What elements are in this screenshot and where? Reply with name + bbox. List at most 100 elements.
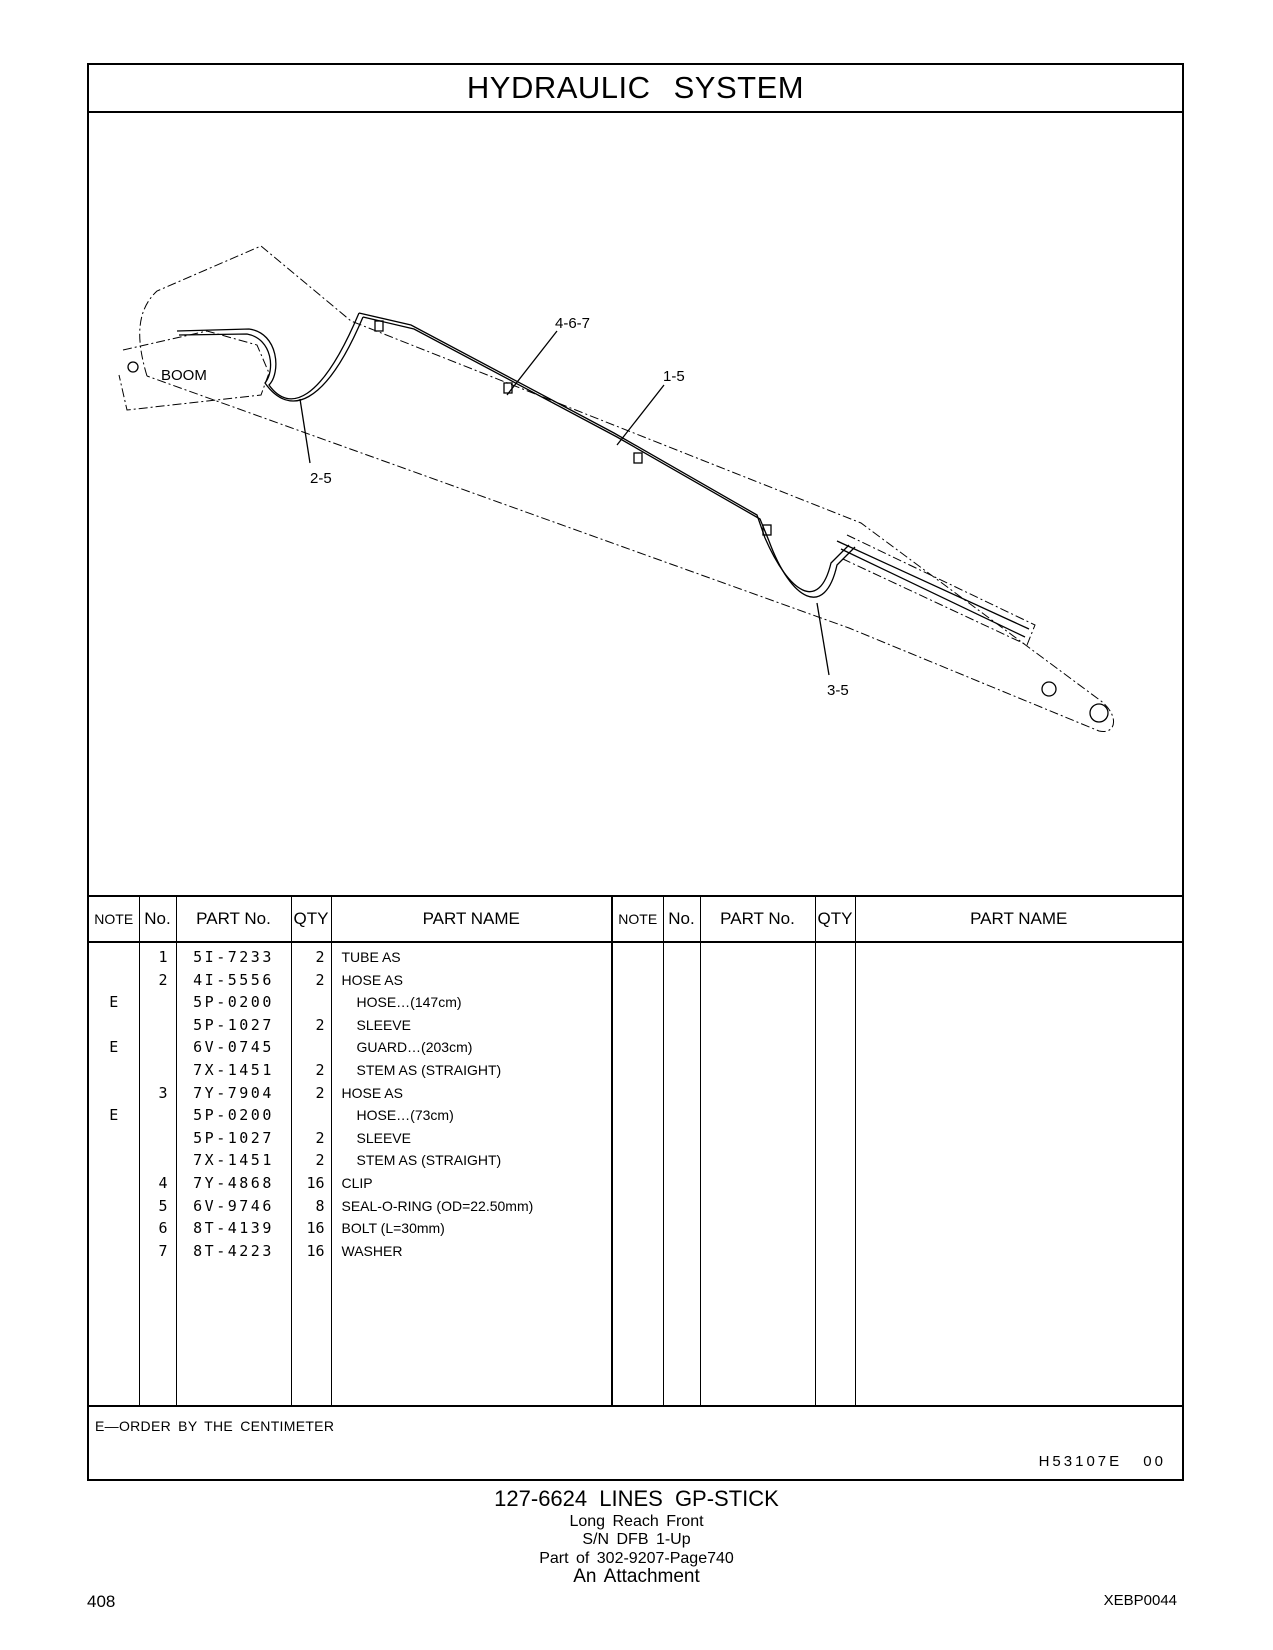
qty-cell: 8 — [315, 1196, 325, 1215]
part-no-cell: 6V-9746 — [193, 1196, 274, 1215]
item-no-cell: 1 — [158, 948, 168, 966]
hose-stick-end-2 — [768, 540, 856, 598]
caption-line-4: Part of 302-9207-Page740 — [539, 1550, 734, 1567]
col-header-no: No. — [139, 896, 177, 943]
item-no-cell: 6 — [158, 1219, 168, 1238]
note-cell — [89, 946, 139, 969]
qty-cell: 2 — [315, 970, 325, 989]
part-no-cell: 7X-1451 — [193, 1151, 274, 1170]
part-name-cell: HOSE…(73cm) — [356, 1107, 454, 1124]
qty-cell: 16 — [306, 1173, 325, 1192]
part-name-cell: SEAL-O-RING (OD=22.50mm) — [341, 1197, 534, 1214]
part-name-cell: HOSE AS — [341, 971, 403, 988]
part-no-cell: 7Y-7904 — [193, 1083, 274, 1102]
part-no-cell: 5P-1027 — [193, 1015, 274, 1034]
leader-3-5 — [816, 602, 830, 676]
item-no-cell — [140, 1014, 176, 1037]
tube-2 — [362, 316, 770, 542]
page-number: 408 — [87, 1592, 116, 1611]
qty-cell: 2 — [315, 1128, 325, 1147]
stick-outline — [139, 245, 1114, 732]
col-header-qty: QTY — [291, 896, 332, 943]
item-no-cell: 3 — [158, 1083, 168, 1102]
qty-cell: 2 — [315, 1015, 325, 1034]
note-cell — [89, 1082, 139, 1105]
item-no-cell: 5 — [158, 1196, 168, 1215]
qty-cell: 16 — [306, 1219, 325, 1238]
hydraulic-lines-drawing: BOOM 4-6-7 1-5 2-5 3-5 — [118, 245, 1114, 732]
note-cell — [89, 1217, 139, 1240]
title-bar: HYDRAULIC SYSTEM — [89, 65, 1182, 113]
qty-cell — [292, 991, 331, 1014]
part-no-cell: 7Y-4868 — [193, 1173, 274, 1192]
no-column-right — [663, 942, 701, 1406]
caption-line-5: An Attachment — [573, 1566, 700, 1587]
note-cell — [89, 1240, 139, 1263]
hose-boom-end — [176, 312, 360, 400]
boom-label: BOOM — [161, 367, 207, 384]
item-no-cell — [140, 991, 176, 1014]
callout-4-6-7: 4-6-7 — [555, 315, 590, 332]
caption-title: 127-6624 LINES GP-STICK — [494, 1486, 779, 1511]
qty-cell: 2 — [315, 948, 325, 966]
pin-1 — [1041, 681, 1057, 697]
part-name-cell: WASHER — [341, 1242, 403, 1259]
qty-cell: 2 — [315, 1060, 325, 1079]
part-name-cell: CLIP — [341, 1174, 373, 1191]
parts-table: NOTE No. PART No. QTY PART NAME NOTE No.… — [89, 895, 1182, 1407]
cylinder-outline — [842, 534, 1036, 646]
item-no-cell — [140, 1149, 176, 1172]
leader-2-5 — [299, 398, 311, 464]
part-name-cell: SLEEVE — [356, 1016, 411, 1033]
caption-line-3: S/N DFB 1-Up — [582, 1531, 691, 1548]
part-name-cell: SLEEVE — [356, 1129, 411, 1146]
cylinder-line-2 — [840, 548, 1026, 638]
col-header-note-right: NOTE — [612, 896, 664, 943]
note-cell — [89, 1059, 139, 1082]
part-no-cell: 8T-4223 — [193, 1241, 274, 1260]
col-header-part-name: PART NAME — [331, 896, 613, 943]
part-no-cell: 5P-1027 — [193, 1128, 274, 1147]
col-header-no-right: No. — [663, 896, 701, 943]
part-name-cell: GUARD…(203cm) — [356, 1039, 473, 1056]
col-header-note: NOTE — [89, 896, 140, 943]
leader-4-6-7 — [506, 330, 558, 396]
part-no-cell: 7X-1451 — [193, 1060, 274, 1079]
qty-cell — [292, 1104, 331, 1127]
part-no-cell: 5I-7233 — [193, 948, 274, 966]
hose-stick-end — [764, 537, 850, 593]
footnote: E—ORDER BY THE CENTIMETER — [95, 1418, 335, 1434]
item-no-cell: 2 — [158, 970, 168, 989]
cylinder-line-1 — [836, 540, 1030, 630]
clip-4 — [374, 320, 384, 332]
item-no-cell: 7 — [158, 1241, 168, 1260]
part-name-cell: BOLT (L=30mm) — [341, 1220, 445, 1237]
col-header-qty-right: QTY — [815, 896, 856, 943]
part-name-cell: STEM AS (STRAIGHT) — [356, 1061, 502, 1078]
drawing-code: H53107E 00 — [1038, 1453, 1166, 1470]
qty-cell — [292, 1036, 331, 1059]
note-cell — [89, 1172, 139, 1195]
col-header-part-no-right: PART No. — [700, 896, 816, 943]
note-cell — [89, 1127, 139, 1150]
leader-1-5 — [616, 384, 665, 446]
boom-outline — [118, 330, 270, 411]
caption-line-2: Long Reach Front — [569, 1513, 704, 1530]
part-name-cell: STEM AS (STRAIGHT) — [356, 1152, 502, 1169]
table-header-row: NOTE No. PART No. QTY PART NAME NOTE No.… — [89, 896, 1182, 943]
qty-cell: 2 — [315, 1151, 325, 1170]
document-code: XEBP0044 — [1103, 1592, 1177, 1609]
part-no-cell: 5P-0200 — [193, 993, 274, 1012]
clip-3 — [762, 524, 772, 536]
item-no-cell — [140, 1104, 176, 1127]
part-no-column-right — [700, 942, 816, 1406]
clip-2 — [633, 452, 643, 464]
part-name-cell: HOSE AS — [341, 1084, 403, 1101]
col-header-part-no: PART No. — [176, 896, 292, 943]
part-no-cell: 5P-0200 — [193, 1106, 274, 1125]
part-name-column-right — [855, 942, 1182, 1406]
